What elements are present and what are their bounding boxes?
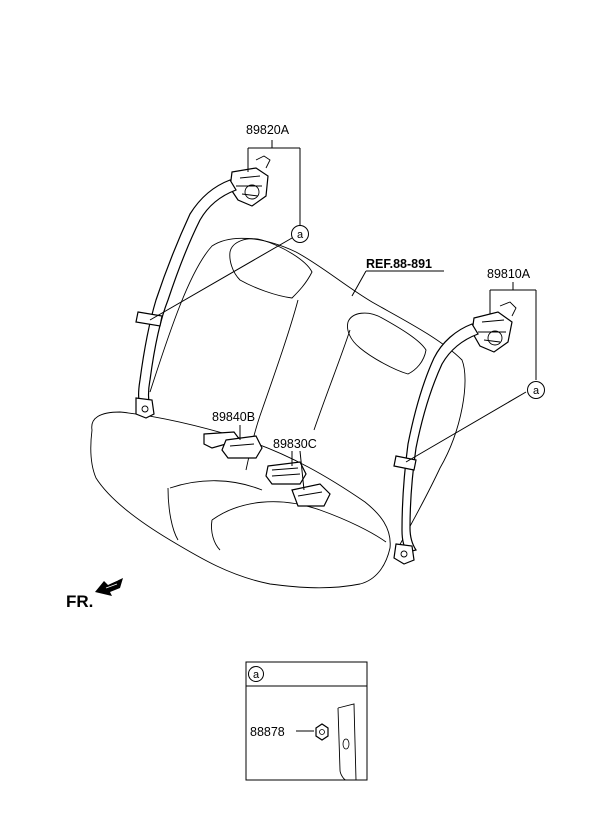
- right-retractor-belt: [393, 301, 517, 565]
- label-reference: REF.88-891: [366, 257, 432, 271]
- leader-lines: [149, 140, 537, 491]
- front-direction-label: FR.: [66, 592, 93, 611]
- label-88878: 88878: [250, 725, 285, 739]
- center-buckle: [265, 461, 331, 507]
- circle-marker-left: a: [291, 225, 309, 243]
- label-89820a: 89820A: [246, 123, 290, 137]
- nut-88878: [315, 723, 329, 741]
- detail-box-letter: a: [253, 669, 260, 681]
- label-89840b: 89840B: [212, 410, 255, 424]
- front-arrow-icon: [95, 578, 123, 596]
- left-retractor-belt: [135, 155, 271, 419]
- rear-seat: [90, 237, 466, 589]
- detail-box: a 88878: [245, 661, 368, 781]
- circle-marker-left-letter: a: [297, 229, 304, 241]
- circle-marker-right-letter: a: [533, 385, 540, 397]
- circle-marker-right: a: [527, 381, 545, 399]
- label-89830c: 89830C: [273, 437, 317, 451]
- left-buckle: [203, 431, 263, 459]
- label-89810a: 89810A: [487, 267, 531, 281]
